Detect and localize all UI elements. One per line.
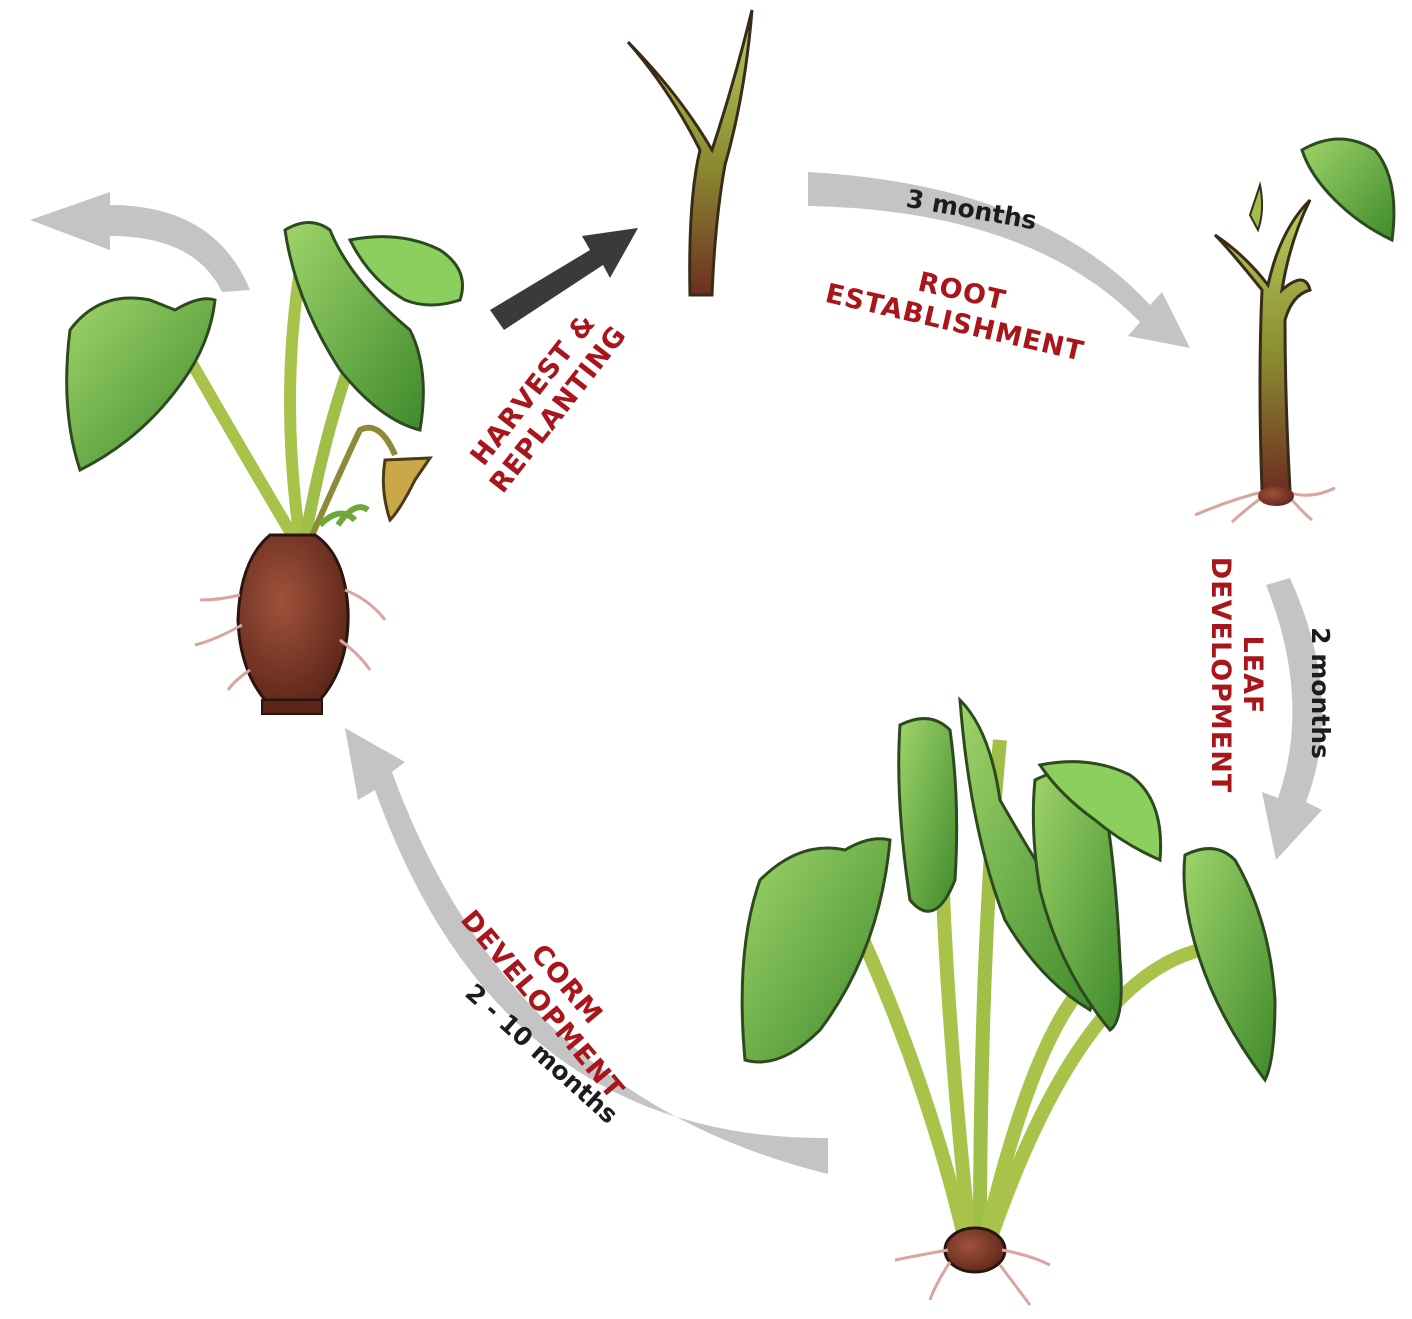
young-plant <box>1195 139 1394 522</box>
root-duration-label: 3 months <box>904 184 1039 235</box>
leaf-duration: 2 months <box>1306 627 1335 759</box>
full-plant <box>742 700 1275 1305</box>
corm-icon <box>238 535 348 700</box>
leaf-label: LEAF DEVELOPMENT <box>1205 557 1268 794</box>
leaf-line-2: DEVELOPMENT <box>1205 557 1236 794</box>
arrow-group <box>30 172 1322 1174</box>
leaf-icon <box>67 298 215 470</box>
mature-corm-plant <box>67 223 463 715</box>
harvest-label: HARVEST & REPLANTING <box>459 300 634 499</box>
sucker-shoot <box>628 10 752 295</box>
leaf-line-1: LEAF <box>1237 636 1268 715</box>
leaf-duration-label: 2 months <box>1306 627 1335 759</box>
offshoot-arrow <box>30 192 250 292</box>
root-label: ROOT ESTABLISHMENT <box>822 247 1094 368</box>
root-duration: 3 months <box>904 184 1039 235</box>
harvest-arrow <box>490 228 638 330</box>
leaf-icon <box>1302 139 1394 240</box>
